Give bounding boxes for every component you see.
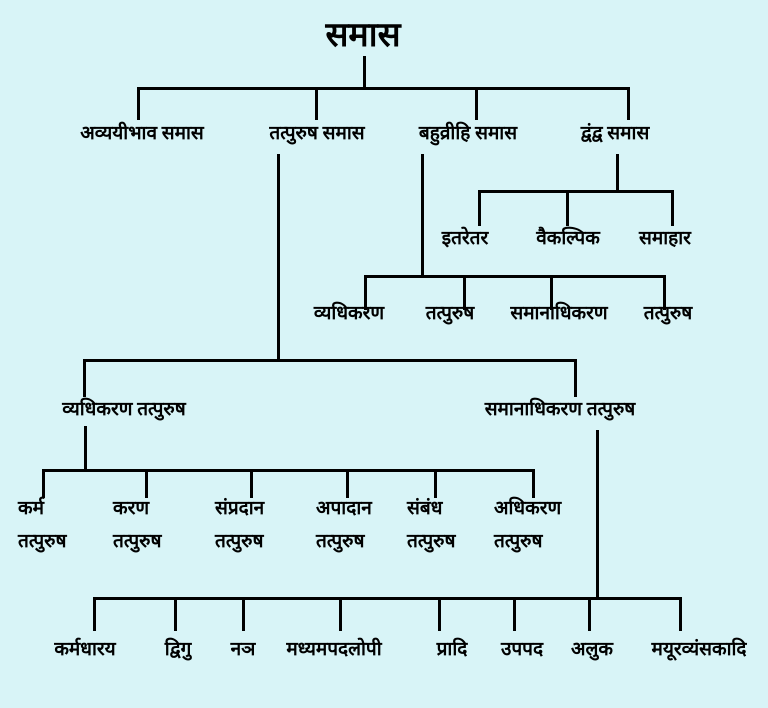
connector-vyadhikaran-leg-2 <box>145 469 148 498</box>
connector-vyadhikaran-leg-3 <box>250 469 253 498</box>
connector-level1-bar <box>137 87 630 90</box>
node-karm-line1: कर्म <box>18 498 44 519</box>
connector-bahuvrihi-bar <box>364 275 666 278</box>
connector-tatpurush-bar <box>83 359 577 362</box>
node-sampradan-tatpurush: संप्रदान तत्पुरुष <box>215 492 264 558</box>
connector-bottom-leg-3 <box>242 597 245 631</box>
connector-bottom-leg-4 <box>339 597 342 631</box>
node-sambandh-line1: संबंध <box>407 498 443 519</box>
connector-title-stem <box>363 56 366 89</box>
connector-tatpurush-leg-1 <box>83 359 86 397</box>
connector-bottom-leg-7 <box>588 597 591 631</box>
node-samahar: समाहार <box>639 228 691 249</box>
connector-bahuvrihi-leg-2 <box>463 275 466 310</box>
connector-vyadhikaran-leg-4 <box>346 469 349 498</box>
connector-bottom-bar <box>93 597 682 600</box>
node-tatpurush-samas: तत्पुरुष समास <box>269 123 365 144</box>
node-samanadhikaran-tatpurush: समानाधिकरण तत्पुरुष <box>484 399 636 420</box>
node-tatpurush-b1: तत्पुरुष <box>425 303 475 324</box>
node-adhikaran-line2: तत्पुरुष <box>494 531 543 552</box>
node-vaikalpik: वैकल्पिक <box>536 228 600 249</box>
node-apadan-tatpurush: अपादान तत्पुरुष <box>316 492 372 558</box>
node-sampradan-line2: तत्पुरुष <box>215 531 264 552</box>
node-vyadhikaran-tatpurush: व्यधिकरण तत्पुरुष <box>62 399 186 420</box>
node-vyadhikaran: व्यधिकरण <box>313 303 385 324</box>
connector-bottom-leg-6 <box>513 597 516 631</box>
connector-dvandva-leg-3 <box>671 190 674 226</box>
node-aluk: अलुक <box>571 639 613 660</box>
node-karan-line2: तत्पुरुष <box>113 531 162 552</box>
node-mayurvyansakadi: मयूरव्यंसकादि <box>651 639 747 660</box>
connector-level1-leg-1 <box>137 87 140 120</box>
connector-level1-leg-2 <box>315 87 318 120</box>
node-apadan-line1: अपादान <box>316 498 372 519</box>
connector-bottom-leg-1 <box>93 597 96 631</box>
connector-dvandva-leg-1 <box>478 190 481 226</box>
node-adhikaran-line1: अधिकरण <box>494 498 562 519</box>
node-apadan-line2: तत्पुरुष <box>316 531 365 552</box>
connector-vyadhikaran-leg-1 <box>42 469 45 498</box>
connector-tatpurush-stem <box>277 154 280 362</box>
node-dvigu: द्विगु <box>164 639 192 660</box>
connector-vyadhikaran-bar <box>42 469 535 472</box>
connector-bahuvrihi-leg-4 <box>663 275 666 310</box>
connector-vyadhikaran-leg-5 <box>434 469 437 498</box>
connector-dvandva-stem <box>616 154 619 193</box>
connector-vyadhikaran-leg-6 <box>532 469 535 498</box>
node-adhikaran-tatpurush: अधिकरण तत्पुरुष <box>494 492 561 558</box>
connector-vyadhikaran-stem <box>84 426 87 471</box>
connector-level1-leg-4 <box>627 87 630 120</box>
connector-bahuvrihi-stem <box>421 154 424 278</box>
node-karan-line1: करण <box>113 498 150 519</box>
node-karmadharay: कर्मधारय <box>54 639 116 660</box>
connector-bottom-leg-5 <box>438 597 441 631</box>
node-nan: नञ <box>230 639 256 660</box>
node-madhyamapadalopi: मध्यमपदलोपी <box>286 639 382 660</box>
node-sambandh-tatpurush: संबंध तत्पुरुष <box>407 492 456 558</box>
connector-bahuvrihi-leg-1 <box>364 275 367 310</box>
node-dvandva-samas: द्वंद्व समास <box>580 123 650 144</box>
connector-samanadhikaran-stem <box>596 430 599 600</box>
node-sambandh-line2: तत्पुरुष <box>407 531 456 552</box>
connector-tatpurush-leg-2 <box>574 359 577 397</box>
connector-bottom-leg-2 <box>174 597 177 631</box>
node-bahuvrihi-samas: बहुव्रीहि समास <box>418 123 518 144</box>
connector-dvandva-bar <box>478 190 674 193</box>
node-samanadhikaran: समानाधिकरण <box>510 303 608 324</box>
node-karm-line2: तत्पुरुष <box>18 531 67 552</box>
connector-bottom-leg-8 <box>679 597 682 631</box>
node-upapad: उपपद <box>500 639 544 660</box>
node-itaretar: इतरेतर <box>441 228 489 249</box>
node-avyayibhav-samas: अव्ययीभाव समास <box>80 123 204 144</box>
node-sampradan-line1: संप्रदान <box>215 498 265 519</box>
node-tatpurush-b2: तत्पुरुष <box>643 303 693 324</box>
connector-bahuvrihi-leg-3 <box>550 275 553 310</box>
connector-level1-leg-3 <box>475 87 478 120</box>
node-karan-tatpurush: करण तत्पुरुष <box>113 492 162 558</box>
diagram-title: समास <box>325 17 401 54</box>
node-karm-tatpurush: कर्म तत्पुरुष <box>18 492 67 558</box>
node-pradi: प्रादि <box>436 639 468 660</box>
connector-dvandva-leg-2 <box>566 190 569 226</box>
